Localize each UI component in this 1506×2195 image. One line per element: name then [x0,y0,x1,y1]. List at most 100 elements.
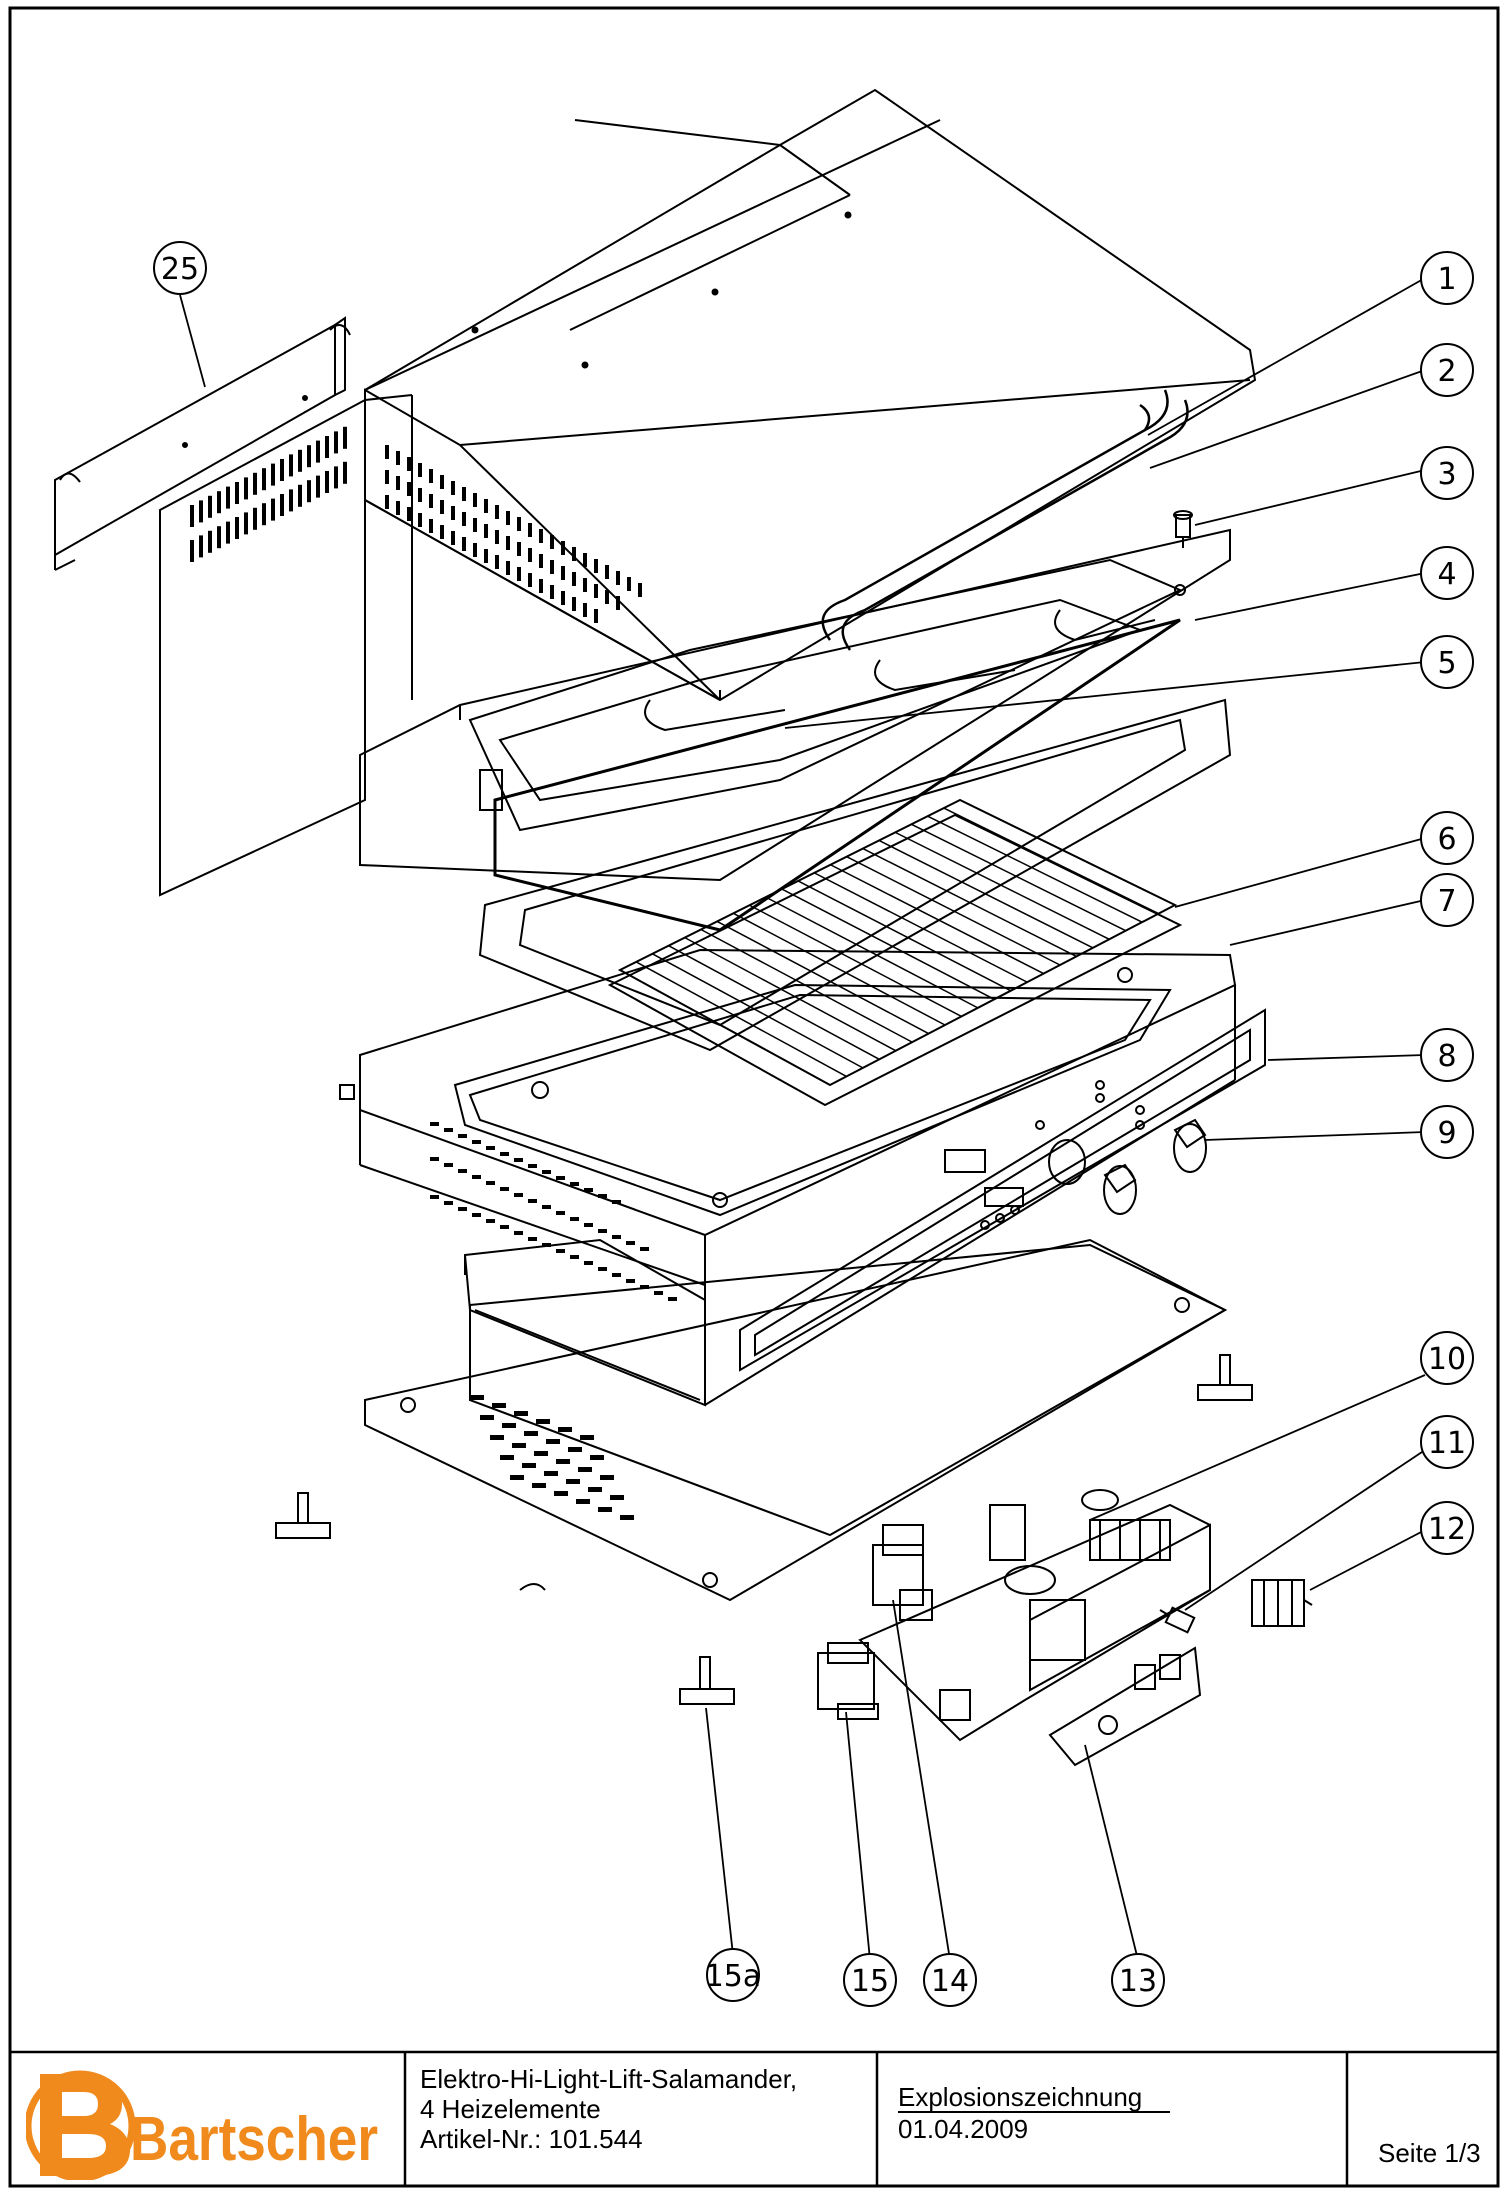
vent-slot [576,1499,590,1504]
drawing-date: 01.04.2009 [898,2114,1029,2144]
vent-slot [514,1193,523,1197]
vent-slot [610,1495,624,1500]
vent-slot [226,486,230,509]
vent-slot [244,512,248,535]
vent-slot [440,525,444,539]
grate-bar [894,831,1110,940]
article-number: Artikel-Nr.: 101.544 [420,2124,643,2154]
vent-slot [616,596,620,610]
product-name-line2: 4 Heizelemente [420,2094,601,2124]
callout-label: 14 [931,1964,969,1999]
rear-panel-vents [190,426,347,562]
vent-slot [429,494,433,508]
callout-label: 11 [1428,1426,1466,1461]
vent-slot [583,578,587,592]
callout-label: 6 [1437,822,1456,857]
callout-label: 5 [1437,646,1456,681]
callout-label: 10 [1428,1342,1466,1377]
vent-slot [598,1507,612,1512]
vent-slot [605,590,609,604]
vent-slot [444,1163,453,1167]
vent-slot [528,1199,537,1203]
part-11-sensor [1159,1606,1196,1634]
vent-slot [385,495,389,509]
vent-slot [506,561,510,575]
vent-slot [539,554,543,568]
vent-slot [514,1231,523,1235]
vent-slot [343,426,347,449]
vent-slot [528,548,532,562]
vent-slot [262,503,266,526]
vent-slot [668,1297,677,1301]
vent-slot [638,583,642,597]
vent-slot [472,1213,481,1217]
callout-2: 2 [1420,343,1474,397]
vent-slot [517,517,521,531]
callout-label: 1 [1437,262,1456,297]
vent-slot [500,1187,509,1191]
vent-slot [620,1515,634,1520]
vent-slot [472,1140,481,1144]
vent-slot [472,1175,481,1179]
callout-4: 4 [1420,546,1474,600]
part-10-board [858,1489,1211,1742]
grate-bar [749,904,962,1018]
vent-slot [430,1122,439,1126]
vent-slot [462,512,466,526]
callout-circle [1420,1105,1474,1159]
vent-slot [490,1435,504,1440]
vent-slot [517,542,521,556]
vent-slot [217,491,221,514]
vent-slot [500,1455,514,1460]
foot-2 [1197,1354,1253,1401]
vent-slot [539,579,543,593]
vent-slot [440,475,444,489]
grate-bar [927,815,1143,923]
logo-b-mark [40,2074,130,2176]
foot-1 [275,1492,331,1539]
vent-slot [528,573,532,587]
bottom-plate [364,1238,1228,1602]
callout-11: 11 [1420,1415,1474,1469]
foot-3 [679,1656,735,1705]
grate-bar [862,847,1077,958]
vent-slot [580,1435,594,1440]
vent-slot [554,1491,568,1496]
vent-slot [316,475,320,498]
vent-slot [343,461,347,484]
vent-slot [572,572,576,586]
vent-slot [486,1219,495,1223]
vent-slot [654,1291,663,1295]
vent-slot [462,537,466,551]
vent-slot [244,477,248,500]
grate-bar [652,953,864,1069]
callout-circle [1420,635,1474,689]
grate-bar [797,880,1012,992]
vent-slot [484,524,488,538]
vent-slot [429,519,433,533]
callout-6: 6 [1420,811,1474,865]
callout-15: 15 [843,1953,897,2007]
callout-label: 15 [851,1964,889,1999]
leader-lines [179,277,1426,1961]
callout-circle [153,241,207,295]
bottom-plate-slots [470,1395,634,1520]
callout-25: 25 [153,241,207,295]
title-block [10,2050,1498,2186]
vent-slot [430,1157,439,1161]
part-14-transformer [872,1524,933,1621]
grate-bar [732,912,946,1026]
vent-slot [495,555,499,569]
part-5-frame [478,698,1232,1052]
vent-slot [594,609,598,623]
vent-slot [334,466,338,489]
grate-bar [846,855,1061,966]
callout-label: 2 [1437,354,1456,389]
vent-slot [190,540,194,562]
vent-slot [561,591,565,605]
callout-circle [1420,251,1474,305]
vent-slot [546,1439,560,1444]
vent-slot [542,1205,551,1209]
drawing-type: Explosionszeichnung [898,2082,1143,2112]
